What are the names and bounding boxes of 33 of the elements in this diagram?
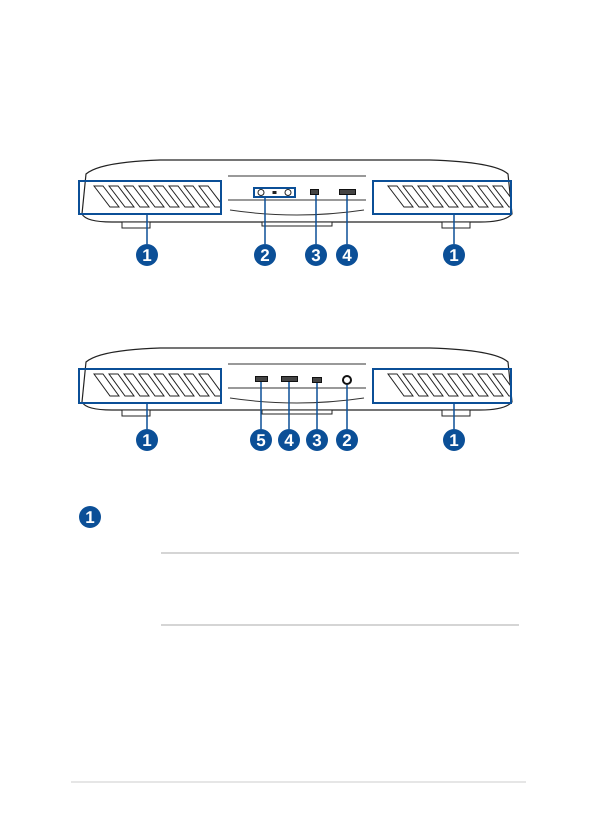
leader-line	[264, 198, 266, 244]
vent-outline	[372, 180, 512, 215]
vent-outline	[78, 180, 222, 215]
callout-number: 2	[336, 429, 358, 451]
port-socket	[339, 189, 356, 195]
leader-line	[453, 215, 455, 244]
vent-outline	[78, 368, 222, 404]
callout-number: 3	[306, 429, 328, 451]
leader-line	[146, 215, 148, 244]
callout-number: 4	[278, 429, 300, 451]
leader-line	[288, 382, 290, 429]
callout-number: 4	[336, 244, 358, 266]
leader-line	[346, 385, 348, 429]
port-socket	[255, 376, 268, 382]
port-socket	[312, 377, 322, 383]
leader-line	[260, 382, 262, 429]
leader-line	[316, 383, 318, 429]
leader-line	[315, 195, 317, 244]
callout-number: 1	[443, 429, 465, 451]
vent-outline	[372, 368, 512, 404]
leader-line	[146, 404, 148, 429]
port-socket	[281, 376, 298, 382]
callout-number: 1	[79, 506, 101, 528]
callout-number: 3	[305, 244, 327, 266]
leader-line	[346, 195, 348, 244]
callout-number: 1	[136, 429, 158, 451]
callout-number: 5	[250, 429, 272, 451]
leader-line	[453, 404, 455, 429]
callout-number: 1	[443, 244, 465, 266]
audio-jack-panel	[253, 187, 296, 198]
callout-number: 2	[254, 244, 276, 266]
port-socket	[310, 189, 319, 195]
callout-number: 1	[136, 244, 158, 266]
